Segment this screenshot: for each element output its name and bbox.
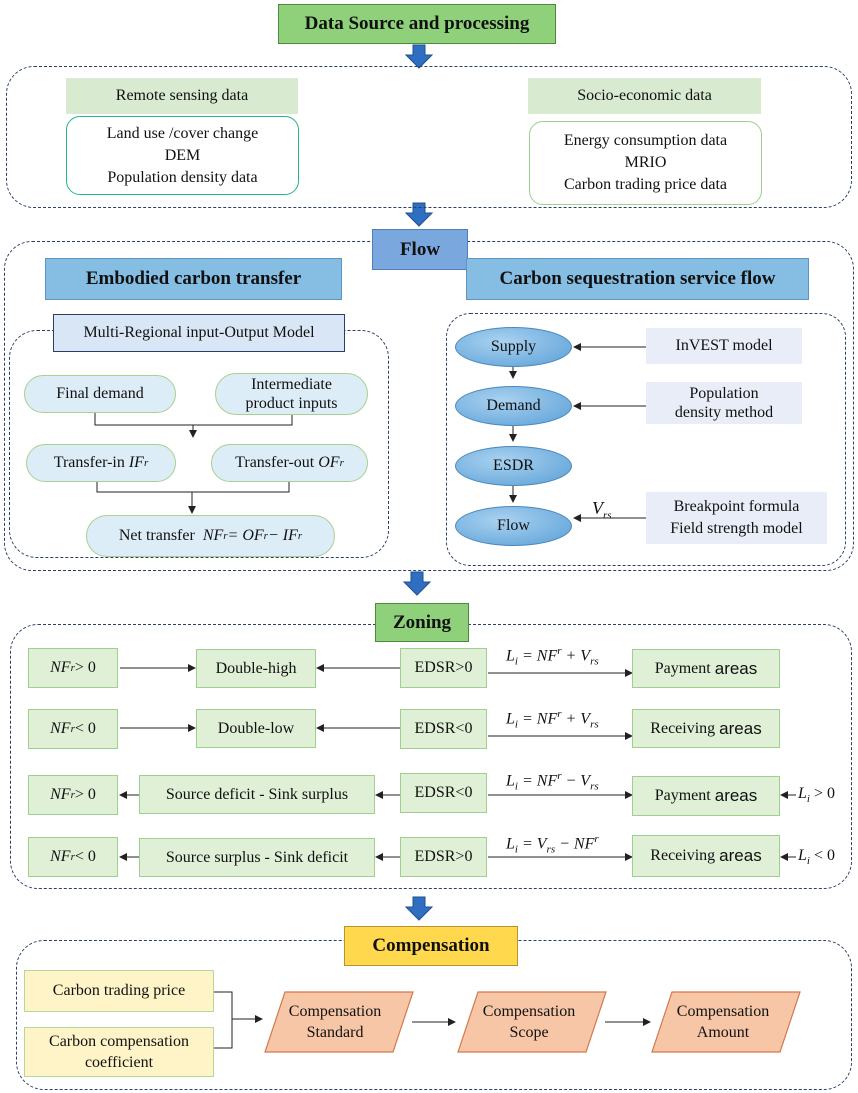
compensation-scope-shape — [457, 991, 607, 1053]
socio-item: Carbon trading price data — [563, 176, 728, 193]
zoning-formula: Li = NFr − Vrs — [506, 770, 599, 793]
double-low-box: Double-low — [196, 709, 316, 748]
zoning-formula: Li = NFr + Vrs — [506, 645, 599, 668]
socio-item: Energy consumption data — [563, 132, 728, 149]
flow-header: Flow — [372, 229, 468, 270]
receiving-areas-box: Receiving areas — [632, 709, 780, 748]
down-arrow-icon — [404, 44, 434, 69]
remote-item: Population density data — [107, 168, 258, 186]
double-high-box: Double-high — [196, 649, 316, 688]
zoning-formula: Li = Vrs − NFr — [506, 833, 599, 856]
data-source-header: Data Source and processing — [278, 4, 556, 44]
compensation-header: Compensation — [344, 926, 518, 966]
receiving-areas-box: Receiving areas — [632, 835, 780, 877]
supply-oval: Supply — [455, 327, 572, 367]
edsr-box: EDSR>0 — [400, 837, 487, 877]
edsr-box: EDSR<0 — [400, 709, 487, 749]
data-source-section — [6, 66, 852, 208]
li-condition: Li < 0 — [798, 847, 835, 868]
compensation-amount-shape — [651, 991, 801, 1053]
payment-areas-box: Payment areas — [632, 776, 780, 816]
remote-sensing-items: Land use /cover change DEM Population de… — [66, 116, 299, 195]
remote-item: DEM — [164, 146, 201, 164]
zoning-header: Zoning — [375, 603, 469, 642]
final-demand-box: Final demand — [24, 375, 176, 413]
edsr-box: EDSR>0 — [400, 648, 487, 688]
socio-economic-title: Socio-economic data — [528, 78, 761, 114]
flow-oval: Flow — [455, 506, 572, 546]
zoning-formula: Li = NFr + Vrs — [506, 708, 599, 731]
invest-model-box: InVEST model — [646, 328, 802, 364]
carbon-trading-price-box: Carbon trading price — [24, 970, 214, 1012]
down-arrow-icon — [404, 202, 434, 227]
source-surplus-box: Source surplus - Sink deficit — [139, 838, 375, 877]
down-arrow-icon — [402, 571, 432, 596]
service-flow-header: Carbon sequestration service flow — [466, 258, 809, 300]
down-arrow-icon — [404, 896, 434, 921]
vrs-label: Vrs — [592, 498, 612, 522]
mrio-model-box: Multi-Regional input-Output Model — [53, 314, 345, 352]
remote-item: Land use /cover change — [106, 124, 259, 142]
edsr-box: EDSR<0 — [400, 773, 487, 813]
demand-oval: Demand — [455, 386, 572, 426]
embodied-carbon-header: Embodied carbon transfer — [45, 258, 342, 300]
payment-areas-box: Payment areas — [632, 649, 780, 688]
li-condition: Li > 0 — [798, 785, 835, 806]
compensation-standard-shape — [264, 991, 414, 1053]
socio-item: MRIO — [624, 154, 667, 171]
source-deficit-box: Source deficit - Sink surplus — [139, 775, 375, 814]
service-flow-container — [446, 313, 846, 566]
remote-sensing-title: Remote sensing data — [66, 78, 298, 114]
esdr-oval: ESDR — [455, 446, 572, 486]
socio-economic-items: Energy consumption data MRIO Carbon trad… — [529, 121, 762, 205]
